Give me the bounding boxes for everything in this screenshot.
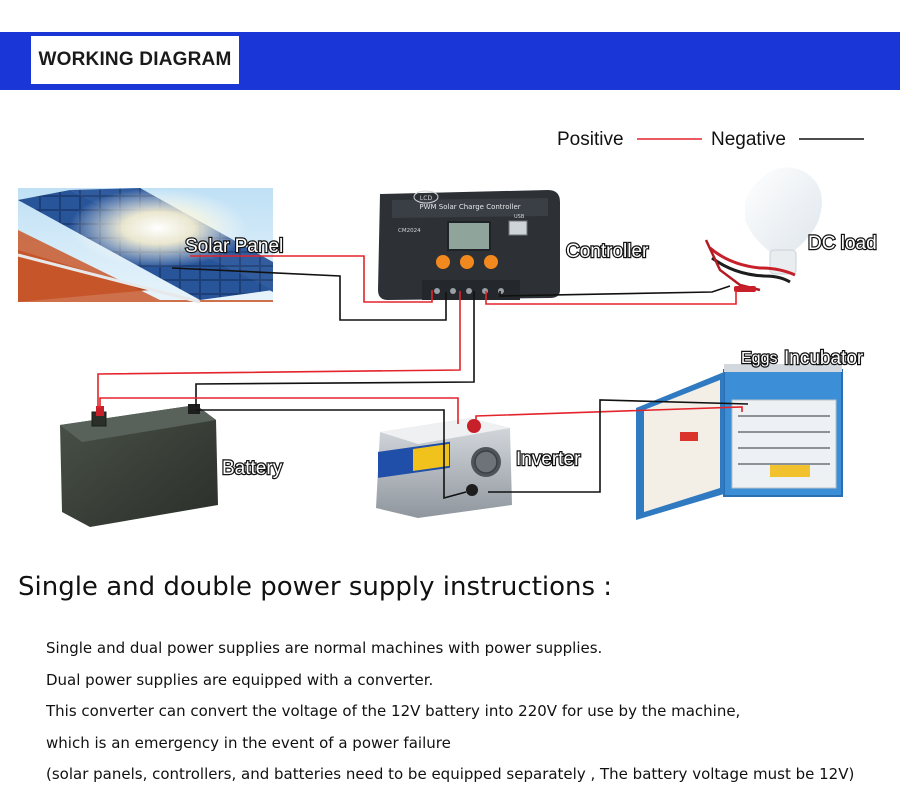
charge-controller-image: LCD PWM Solar Charge Controller CM2024 U… <box>378 190 560 300</box>
instruction-line: which is an emergency in the event of a … <box>46 733 451 752</box>
instruction-line: Single and dual power supplies are norma… <box>46 639 603 657</box>
inverter-positive-terminal <box>467 419 481 433</box>
label-controller: Controller <box>566 241 649 262</box>
controller-lcd-screen <box>447 221 491 251</box>
solar-panel-image <box>17 188 273 304</box>
controller-button-right <box>484 255 498 269</box>
controller-model: CM2024 <box>398 228 421 234</box>
usb-port-icon <box>508 220 528 236</box>
battery-image <box>60 404 218 527</box>
banner-title: WORKING DIAGRAM <box>38 49 232 70</box>
dc-load-bulb-image <box>704 167 822 292</box>
instruction-line: Dual power supplies are equipped with a … <box>46 670 434 689</box>
instructions-list: Single and dual power supplies are norma… <box>46 636 896 794</box>
label-dc-load: DC load <box>808 233 877 254</box>
legend-negative-label: Negative <box>711 129 786 150</box>
label-incubator: Incubator <box>784 348 864 369</box>
instructions-heading: Single and double power supply instructi… <box>18 572 613 602</box>
label-solar-panel: Solar Panel <box>185 236 283 257</box>
controller-face-title: PWM Solar Charge Controller <box>419 203 520 211</box>
controller-badge: LCD <box>420 195 433 202</box>
legend-positive-label: Positive <box>557 129 624 150</box>
controller-button-left <box>436 255 450 269</box>
controller-button-middle <box>460 255 474 269</box>
label-eggs: Eggs <box>741 350 777 367</box>
incubator-image <box>636 364 843 520</box>
instruction-line: This converter can convert the voltage o… <box>46 702 741 720</box>
label-inverter: Inverter <box>516 449 581 470</box>
working-diagram: LCD PWM Solar Charge Controller CM2024 U… <box>17 129 878 527</box>
label-battery: Battery <box>222 458 283 479</box>
instruction-line: (solar panels, controllers, and batterie… <box>46 765 855 783</box>
wiring <box>97 255 749 500</box>
header-banner: WORKING DIAGRAM <box>0 32 900 90</box>
wire-legend: Positive Negative <box>557 129 864 150</box>
controller-usb-label: USB <box>514 214 525 220</box>
inverter-negative-terminal <box>466 484 478 496</box>
banner-title-box: WORKING DIAGRAM <box>31 36 239 84</box>
